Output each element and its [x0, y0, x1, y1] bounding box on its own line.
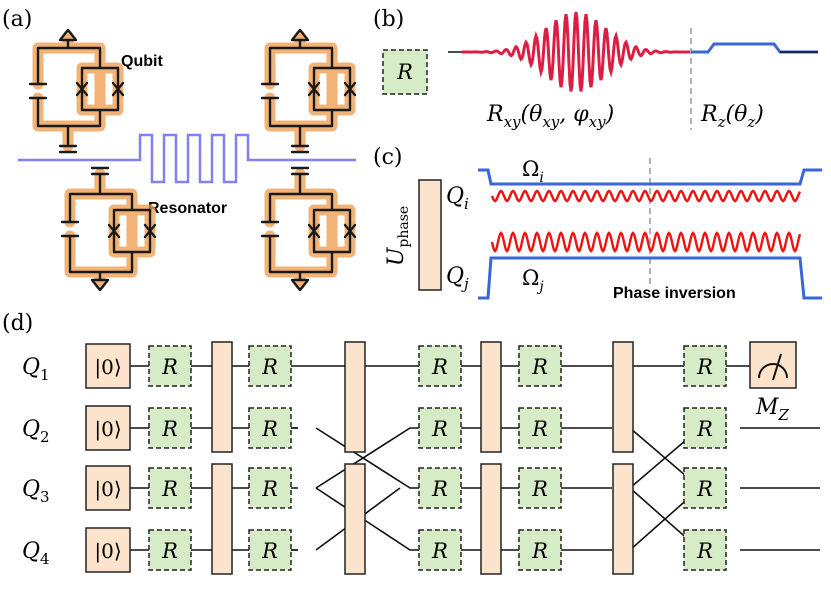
rz-label: Rz(θz) [700, 102, 764, 131]
resonator [18, 133, 356, 184]
r-gate-col3-q4 [418, 529, 462, 571]
r-gate-col3-q3 [418, 467, 462, 509]
r-gate-label: R [161, 477, 178, 501]
r-gate-label: R [696, 477, 713, 501]
panel-c-label: (c) [373, 145, 403, 170]
r-gate-col5-q2 [683, 407, 727, 449]
rxy-pulse [448, 11, 691, 92]
qubit-label: Qubit [121, 53, 163, 70]
r-gate-label: R [696, 539, 713, 563]
quantum-wires [130, 365, 820, 551]
r-gate-col4-q2 [518, 407, 562, 449]
u-phase-gate-1-2-c [480, 341, 502, 453]
r-gate-label: R [261, 355, 278, 379]
u-phase-gates [211, 341, 634, 575]
r-gate-label: R [431, 539, 448, 563]
resonator-label: Resonator [148, 200, 227, 217]
init-label-q2: |0⟩ [94, 417, 121, 442]
r-gate-col1-q3 [148, 467, 192, 509]
init-state-q2 [85, 405, 131, 451]
r-gate-label: R [431, 477, 448, 501]
u-phase-gate-1-2-b [344, 341, 366, 453]
r-gate-label: R [431, 417, 448, 441]
init-label-q1: |0⟩ [94, 355, 121, 380]
r-gate-col3-q1 [418, 345, 462, 387]
drive-j-wave [490, 231, 802, 253]
u-phase-gate-3-4-b [344, 463, 366, 575]
r-gate-col1-q1 [148, 345, 192, 387]
r-gate-label: R [531, 417, 548, 441]
drive-i-wave [490, 189, 802, 203]
panel-d-label: (d) [2, 311, 33, 336]
r-gate-col2-q2 [248, 407, 292, 449]
r-gate-label: R [261, 477, 278, 501]
r-gate-label: R [431, 355, 448, 379]
r-gate-label: R [161, 355, 178, 379]
r-gate-col4-q3 [518, 467, 562, 509]
qj-label: Qj [446, 264, 469, 293]
q4-label: Q4 [22, 539, 50, 568]
r-gate-col2-q3 [248, 467, 292, 509]
q1-label: Q1 [22, 355, 50, 384]
u-phase-gate-1-2-d [612, 341, 634, 453]
u-phase-gate-1-2-a [211, 341, 233, 453]
qubit-circuit-top-left [30, 30, 123, 152]
r-gate-col1-q4 [148, 529, 192, 571]
r-gate-col5-q1 [683, 345, 727, 387]
q2-label: Q2 [22, 417, 50, 446]
omega-i-pulse [478, 168, 822, 186]
measure-label: MZ [755, 395, 790, 424]
qubit-circuit-bottom-left [62, 168, 155, 290]
panel-b-label: (b) [373, 7, 404, 32]
init-state-q1 [85, 343, 131, 389]
init-states: |0⟩ |0⟩ |0⟩ |0⟩ [85, 343, 131, 573]
q3-label: Q3 [22, 477, 50, 506]
r-gate-label: R [261, 417, 278, 441]
init-state-q4 [85, 527, 131, 573]
r-gate-col4-q4 [518, 529, 562, 571]
u-phase-gate-3-4-c [480, 463, 502, 575]
omega-i-label: Ωi [522, 157, 544, 186]
r-gate-label: R [531, 539, 548, 563]
r-gate-label: R [696, 417, 713, 441]
r-gate-label: R [531, 355, 548, 379]
r-gate-col1-q2 [148, 407, 192, 449]
r-gate-col5-q4 [683, 529, 727, 571]
omega-j-pulse [478, 256, 822, 300]
r-gate-col3-q2 [418, 407, 462, 449]
qubit-circuit-bottom-right [262, 168, 355, 290]
r-gate-col2-q1 [248, 345, 292, 387]
u-phase-gate-3-4-d [612, 463, 634, 575]
r-gate-col4-q1 [518, 345, 562, 387]
r-gate-label: R [261, 539, 278, 563]
u-phase-label: Uphase [384, 206, 412, 266]
r-gate-col2-q4 [248, 529, 292, 571]
rxy-label: Rxy(θxy, φxy) [486, 102, 614, 131]
phase-inversion-label: Phase inversion [613, 285, 736, 302]
r-gate-label: R [696, 355, 713, 379]
panel-a-label: (a) [2, 7, 32, 32]
u-phase-gate-legend [418, 179, 442, 291]
r-gate-label: R [161, 417, 178, 441]
u-phase-gate-3-4-a [211, 463, 233, 575]
r-gate-label: R [161, 539, 178, 563]
r-gates: R R R R R R R R R R R R R R R R R R R R [148, 345, 727, 571]
init-state-q3 [85, 465, 131, 511]
r-gate-label: R [531, 477, 548, 501]
init-label-q3: |0⟩ [94, 477, 121, 502]
rz-pulse [691, 42, 818, 54]
qubit-circuit-top-right [262, 30, 355, 152]
r-gate-legend-label: R [396, 60, 413, 84]
qi-label: Qi [446, 184, 469, 213]
omega-j-label: Ωj [522, 266, 544, 295]
init-label-q4: |0⟩ [94, 539, 121, 564]
measurement [749, 341, 797, 389]
r-gate-legend [382, 49, 428, 95]
r-gate-col5-q3 [683, 467, 727, 509]
